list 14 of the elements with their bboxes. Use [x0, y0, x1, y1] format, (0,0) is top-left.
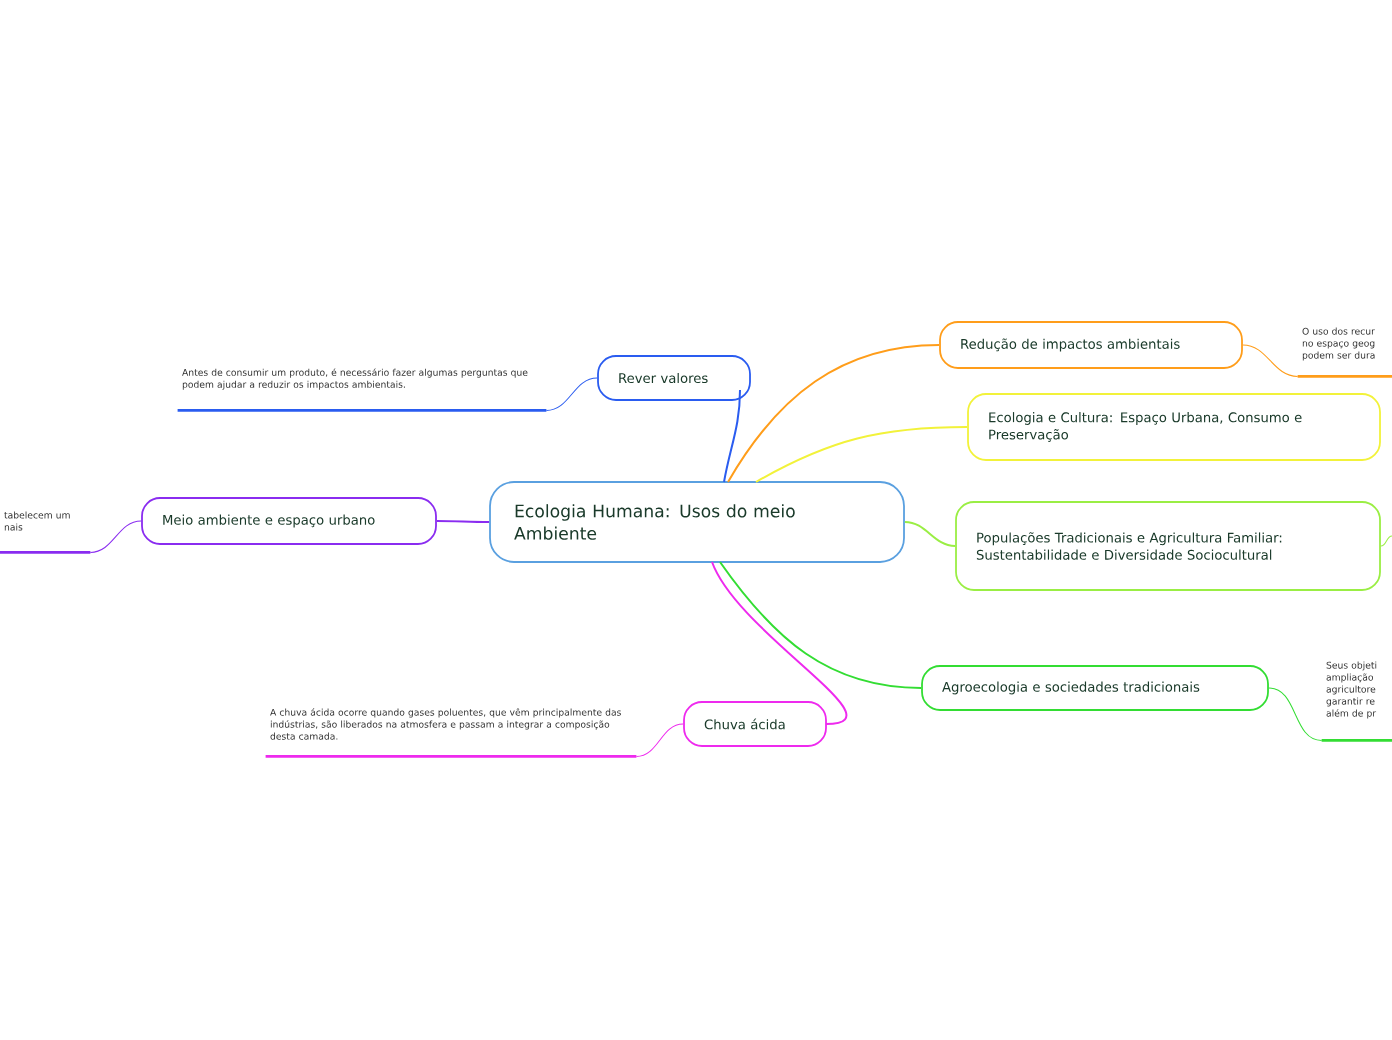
connector	[727, 344, 941, 483]
central-topic-box: Ecologia Humana: Usos do meio Ambiente	[489, 481, 905, 563]
connector	[1380, 535, 1392, 547]
connector	[903, 521, 957, 547]
connector	[1268, 687, 1323, 741]
connector	[635, 723, 684, 757]
connector	[89, 520, 142, 553]
connector	[755, 426, 969, 483]
connector	[711, 561, 848, 725]
connector	[1242, 344, 1299, 377]
connector	[545, 377, 598, 411]
connector	[435, 520, 491, 523]
connector	[719, 561, 923, 689]
connector	[723, 389, 741, 483]
